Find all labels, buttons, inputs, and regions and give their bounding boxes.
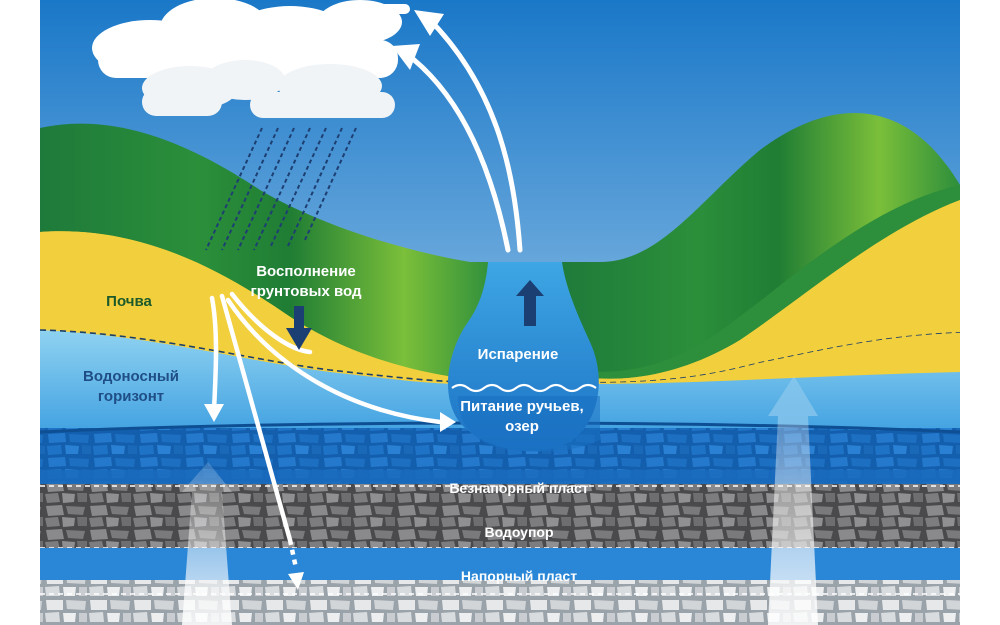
cloud-icon-lower [142,60,395,118]
soil-left-lower [40,231,460,378]
aquifer-label-line1: Водоносный [83,368,179,385]
up-arrow-icon-left [182,462,232,625]
arrow-icon-deep [288,572,304,590]
arrow-icon [414,10,444,36]
arrow-icon-lake [440,412,456,432]
recharge-label-line2: грунтовых вод [251,283,362,300]
streams-label-line2: озер [505,418,539,435]
soil-label: Почва [106,293,152,310]
confined-label: Напорный пласт [461,568,577,584]
infiltration-arrows [209,291,443,543]
arrow-icon-down-left [204,404,224,422]
up-arrow-icon-right [768,376,818,625]
down-arrow-icon [286,306,312,350]
up-arrow-icon [516,280,544,326]
soil-right-lower [590,200,960,382]
rain-icon [205,127,357,251]
evaporation-label: Испарение [478,346,559,363]
grass-right-edge [590,185,960,379]
confined-aquifer [40,580,960,625]
aquifer-label-line2: горизонт [98,388,164,405]
frame-left [0,0,40,625]
unconfined-label: Безнапорный пласт [449,480,588,496]
lake-wave [451,383,597,393]
frame-right [960,0,1000,625]
water-table-line-left [39,329,471,383]
streams-label-line1: Питание ручьев, [460,398,583,415]
aquitard-label: Водоупор [484,524,553,540]
evaporation-arrows [401,15,523,253]
arrow-icon-2 [392,44,420,70]
recharge-label-line1: Восполнение [256,263,356,280]
